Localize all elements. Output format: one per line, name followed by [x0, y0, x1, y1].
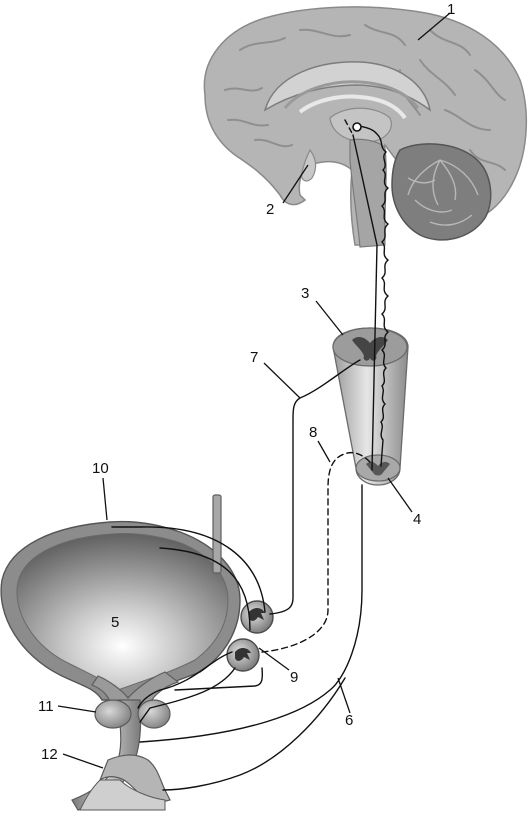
brain-sulci	[224, 24, 506, 186]
ganglion-lower-to-bladder	[137, 651, 233, 709]
bladder-innervation-loop-a	[111, 526, 266, 613]
spinal-cord	[332, 327, 409, 486]
leader-9	[258, 647, 290, 671]
callout-12: 12	[41, 746, 58, 763]
leader-2	[282, 164, 309, 204]
ganglion-lower-synapse-icon	[235, 647, 251, 661]
leader-3	[315, 300, 344, 336]
callout-5: 5	[111, 614, 119, 631]
callout-1: 1	[447, 1, 455, 18]
corpus-callosum	[263, 61, 432, 112]
callout-7: 7	[250, 349, 258, 366]
ascending-dashed-tract	[344, 119, 354, 136]
ganglion-lower-to-sphincter	[139, 667, 236, 723]
external-urethral-tissue	[79, 779, 166, 811]
callout-9: 9	[290, 669, 298, 686]
descending-pathway	[359, 125, 390, 467]
ascending-pathway	[352, 134, 378, 471]
bladder-innervation-loop-b	[159, 547, 251, 631]
callout-2: 2	[266, 201, 274, 218]
callout-3: 3	[301, 285, 309, 302]
urethra-tube	[71, 699, 142, 811]
internal-sphincter-right	[137, 699, 171, 729]
bladder-lumen	[16, 533, 229, 691]
leader-lines	[57, 12, 451, 769]
nerve-pathways	[111, 119, 390, 791]
hypothalamus-pituitary	[301, 148, 317, 182]
ganglion-lower-to-ganglion-upper	[174, 667, 264, 691]
ganglia	[226, 600, 274, 672]
internal-sphincter	[94, 699, 132, 729]
leader-8	[317, 440, 331, 463]
cerebellum-folia	[407, 159, 479, 226]
leader-11	[57, 705, 97, 713]
callout-8: 8	[309, 424, 317, 441]
callout-4: 4	[413, 511, 421, 528]
urethra	[71, 699, 171, 811]
callout-6: 6	[345, 712, 353, 729]
leader-1	[417, 12, 451, 41]
cerebellum	[391, 143, 492, 241]
callout-10: 10	[92, 460, 109, 477]
ganglion-upper-synapse-icon	[249, 607, 265, 621]
callout-11: 11	[38, 698, 54, 715]
brainstem	[349, 138, 387, 248]
pontine-neuron	[352, 122, 362, 132]
leader-4	[387, 477, 413, 513]
ureter	[212, 494, 222, 574]
leader-10	[102, 477, 108, 521]
leader-6	[337, 677, 351, 714]
sympathetic-nerve-7	[269, 359, 361, 615]
callout-labels: 1 2 3 4 5 6 7 8 9 10 11 12	[38, 1, 455, 763]
pudendal-nerve-6	[139, 484, 363, 743]
leader-7	[263, 362, 301, 399]
leader-12	[62, 753, 104, 769]
brain	[203, 6, 528, 248]
pudendal-branch-lower	[162, 677, 346, 791]
pelvic-nerve-8	[261, 451, 371, 653]
upper-grey-matter	[352, 336, 388, 361]
